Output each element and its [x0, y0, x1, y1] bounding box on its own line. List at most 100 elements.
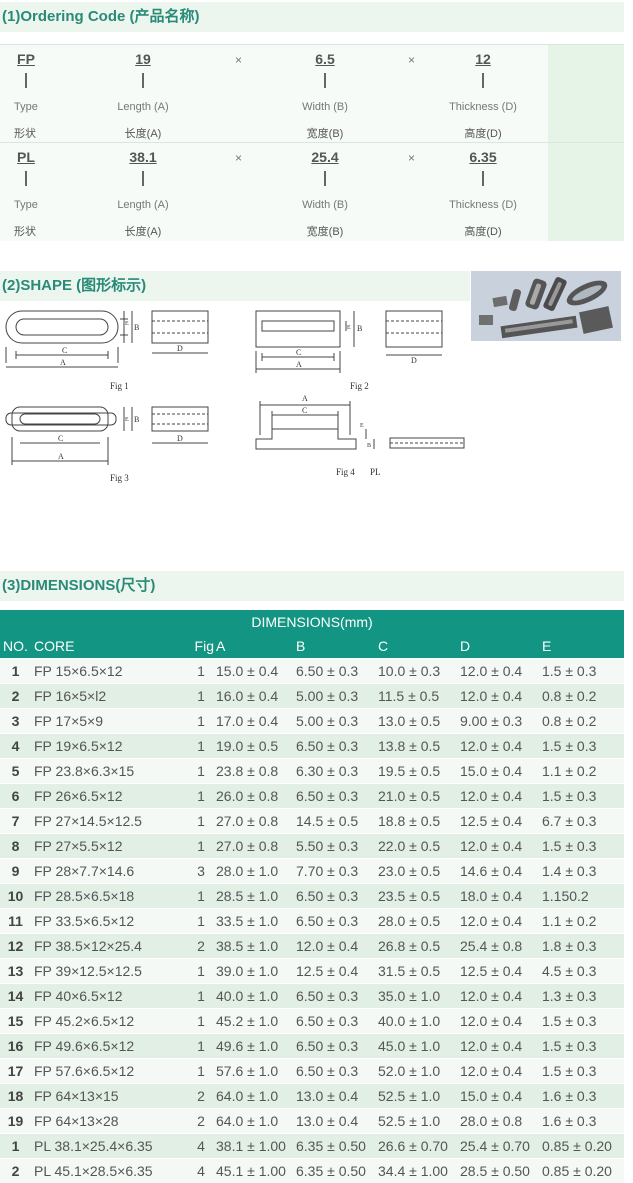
length-label-cn: 长度(A) — [98, 125, 188, 141]
length-code: 38.1 — [123, 149, 163, 165]
header-b: B — [296, 634, 378, 659]
cell-e: 1.150.2 — [542, 884, 624, 909]
cell-b: 13.0 ± 0.4 — [296, 1084, 378, 1109]
cell-a: 64.0 ± 1.0 — [216, 1084, 296, 1109]
cell-fig: 1 — [186, 1009, 216, 1034]
cell-core: FP 16×5×l2 — [31, 684, 186, 709]
cell-b: 7.70 ± 0.3 — [296, 859, 378, 884]
cell-fig: 3 — [186, 859, 216, 884]
cell-core: PL 45.1×28.5×6.35 — [31, 1159, 186, 1183]
separator: × — [408, 53, 415, 67]
type-marker — [25, 73, 27, 88]
cell-e: 1.1 ± 0.2 — [542, 909, 624, 934]
cell-fig: 1 — [186, 984, 216, 1009]
cell-d: 14.6 ± 0.4 — [460, 859, 542, 884]
cell-a: 16.0 ± 0.4 — [216, 684, 296, 709]
cell-core: FP 39×12.5×12.5 — [31, 959, 186, 984]
cell-core: FP 49.6×6.5×12 — [31, 1034, 186, 1059]
cell-d: 12.0 ± 0.4 — [460, 1009, 542, 1034]
thickness-marker — [482, 73, 484, 88]
cell-fig: 2 — [186, 1109, 216, 1134]
width-label-cn: 宽度(B) — [280, 125, 370, 141]
cell-e: 1.3 ± 0.3 — [542, 984, 624, 1009]
cell-no: 7 — [0, 809, 31, 834]
cell-a: 39.0 ± 1.0 — [216, 959, 296, 984]
dim-label-e: E — [347, 325, 351, 331]
cell-a: 17.0 ± 0.4 — [216, 709, 296, 734]
cell-b: 6.50 ± 0.3 — [296, 1009, 378, 1034]
cell-no: 9 — [0, 859, 31, 884]
cell-c: 13.8 ± 0.5 — [378, 734, 460, 759]
type-label-cn: 形状 — [14, 125, 74, 141]
cell-core: FP 57.6×6.5×12 — [31, 1059, 186, 1084]
thickness-marker — [482, 171, 484, 186]
cell-c: 23.5 ± 0.5 — [378, 884, 460, 909]
dim-label-b: B — [367, 443, 371, 449]
cell-e: 0.8 ± 0.2 — [542, 684, 624, 709]
cell-b: 12.5 ± 0.4 — [296, 959, 378, 984]
cell-c: 11.5 ± 0.5 — [378, 684, 460, 709]
cell-e: 1.5 ± 0.3 — [542, 1034, 624, 1059]
cell-e: 1.4 ± 0.3 — [542, 859, 624, 884]
cell-fig: 2 — [186, 1084, 216, 1109]
cell-b: 6.50 ± 0.3 — [296, 1034, 378, 1059]
cell-e: 6.7 ± 0.3 — [542, 809, 624, 834]
dim-label-c: C — [302, 406, 307, 415]
cell-core: FP 17×5×9 — [31, 709, 186, 734]
cell-e: 1.5 ± 0.3 — [542, 734, 624, 759]
cell-core: PL 38.1×25.4×6.35 — [31, 1134, 186, 1159]
cell-no: 18 — [0, 1084, 31, 1109]
cell-no: 6 — [0, 784, 31, 809]
cell-core: FP 15×6.5×12 — [31, 659, 186, 684]
cell-no: 8 — [0, 834, 31, 859]
cell-fig: 4 — [186, 1134, 216, 1159]
cell-c: 22.0 ± 0.5 — [378, 834, 460, 859]
cell-core: FP 27×5.5×12 — [31, 834, 186, 859]
cell-no: 13 — [0, 959, 31, 984]
width-label-en: Width (B) — [280, 101, 370, 113]
cell-a: 33.5 ± 1.0 — [216, 909, 296, 934]
cell-a: 49.6 ± 1.0 — [216, 1034, 296, 1059]
cell-fig: 1 — [186, 784, 216, 809]
thickness-code: 12 — [463, 51, 503, 67]
cell-d: 12.0 ± 0.4 — [460, 909, 542, 934]
cell-core: FP 40×6.5×12 — [31, 984, 186, 1009]
length-label-en: Length (A) — [98, 199, 188, 211]
cell-c: 34.4 ± 1.00 — [378, 1159, 460, 1183]
cell-d: 12.0 ± 0.4 — [460, 984, 542, 1009]
cell-c: 19.5 ± 0.5 — [378, 759, 460, 784]
cell-b: 13.0 ± 0.4 — [296, 1109, 378, 1134]
cell-core: FP 28.5×6.5×18 — [31, 884, 186, 909]
cell-fig: 1 — [186, 1034, 216, 1059]
cell-b: 5.00 ± 0.3 — [296, 709, 378, 734]
figure-3-label: Fig 3 — [110, 473, 129, 483]
shape-figures: C A E B D Fig 1 C A E B D Fig 2 — [0, 303, 470, 493]
length-label-cn: 长度(A) — [98, 223, 188, 239]
cell-core: FP 38.5×12×25.4 — [31, 934, 186, 959]
cell-no: 3 — [0, 709, 31, 734]
separator: × — [235, 53, 242, 67]
shape-title: (2)SHAPE (图形标示) — [0, 271, 470, 301]
cell-core: FP 28×7.7×14.6 — [31, 859, 186, 884]
cell-c: 26.8 ± 0.5 — [378, 934, 460, 959]
cell-c: 28.0 ± 0.5 — [378, 909, 460, 934]
cell-d: 12.0 ± 0.4 — [460, 1059, 542, 1084]
cell-a: 28.0 ± 1.0 — [216, 859, 296, 884]
width-marker — [324, 171, 326, 186]
cell-c: 52.5 ± 1.0 — [378, 1109, 460, 1134]
cell-no: 12 — [0, 934, 31, 959]
